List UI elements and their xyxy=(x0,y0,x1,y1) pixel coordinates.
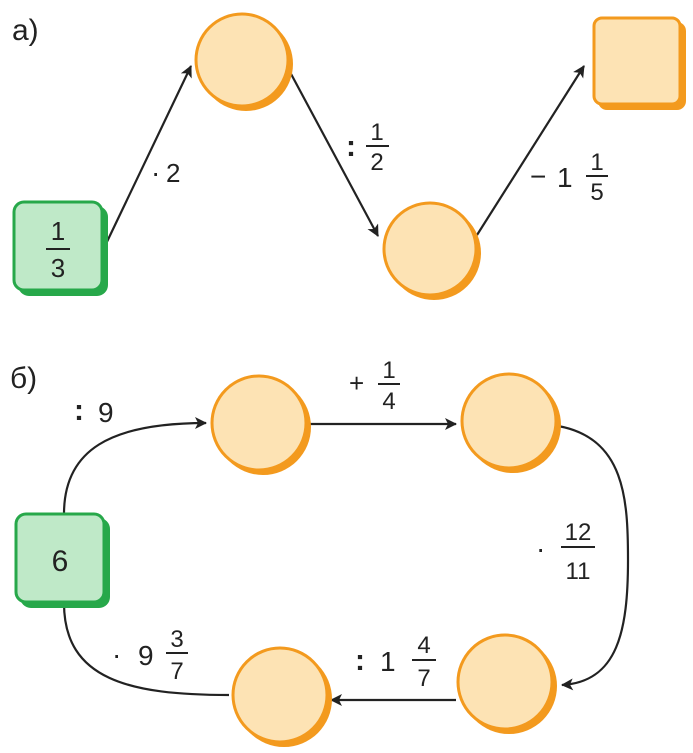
op-b1-label: : 9 xyxy=(74,394,114,428)
op-b1-sign: : xyxy=(74,394,84,427)
op-a3-whole: 1 xyxy=(557,162,573,193)
node-a2[interactable] xyxy=(382,201,481,300)
arrow-b1 xyxy=(62,417,207,515)
start-node-b: 6 xyxy=(14,512,110,608)
op-b5-num: 3 xyxy=(170,626,183,653)
op-b4-sign: : xyxy=(355,644,365,677)
start-a-num: 1 xyxy=(51,216,65,246)
op-b5-sign: · xyxy=(112,639,121,670)
op-b2-num: 1 xyxy=(382,357,395,384)
op-a3-num: 1 xyxy=(590,149,603,176)
op-b3-num: 12 xyxy=(565,519,592,546)
op-a2-label: : 1 2 xyxy=(346,119,389,176)
op-b2-sign: + xyxy=(349,368,364,398)
node-a1[interactable] xyxy=(194,12,293,111)
arrow-b5 xyxy=(62,602,230,697)
result-node-a[interactable] xyxy=(592,16,686,110)
op-a2-num: 1 xyxy=(370,119,383,146)
op-a1-label: · 2 xyxy=(151,157,180,188)
node-b4[interactable] xyxy=(231,646,332,747)
op-b4-num: 4 xyxy=(417,632,430,659)
op-a1-sign: · xyxy=(151,157,160,188)
part-b-arrows xyxy=(62,417,630,706)
op-b1-value: 9 xyxy=(98,397,114,428)
op-b3-den: 11 xyxy=(566,558,591,585)
node-b3[interactable] xyxy=(456,633,557,734)
op-a2-sign: : xyxy=(346,130,356,163)
op-b2-den: 4 xyxy=(382,388,395,415)
arrow-a3 xyxy=(476,65,585,236)
arrow-b3 xyxy=(557,424,630,691)
op-a3-label: − 1 1 5 xyxy=(530,149,608,206)
op-a3-sign: − xyxy=(530,161,546,192)
op-b5-den: 7 xyxy=(170,658,183,685)
arrow-a2 xyxy=(289,71,379,237)
op-b3-sign: · xyxy=(536,533,545,564)
node-b2[interactable] xyxy=(460,372,561,473)
op-b5-label: · 9 3 7 xyxy=(112,626,188,685)
node-b1[interactable] xyxy=(210,374,311,475)
op-b4-label: : 1 4 7 xyxy=(355,632,436,692)
op-b5-whole: 9 xyxy=(138,640,154,671)
op-a3-den: 5 xyxy=(590,179,603,206)
start-a-den: 3 xyxy=(51,253,65,283)
part-a-label: а) xyxy=(12,14,39,47)
op-b4-whole: 1 xyxy=(380,646,396,677)
op-a1-value: 2 xyxy=(166,158,180,188)
start-b-value: 6 xyxy=(52,545,69,578)
op-b3-label: · 12 11 xyxy=(536,519,595,585)
part-a-arrows xyxy=(103,65,585,249)
part-b-label: б) xyxy=(10,362,37,395)
op-b4-den: 7 xyxy=(417,665,430,692)
start-node-a: 1 3 xyxy=(12,200,108,296)
arrow-a1 xyxy=(103,65,192,249)
op-b2-label: + 1 4 xyxy=(349,357,400,415)
op-a2-den: 2 xyxy=(370,149,383,176)
